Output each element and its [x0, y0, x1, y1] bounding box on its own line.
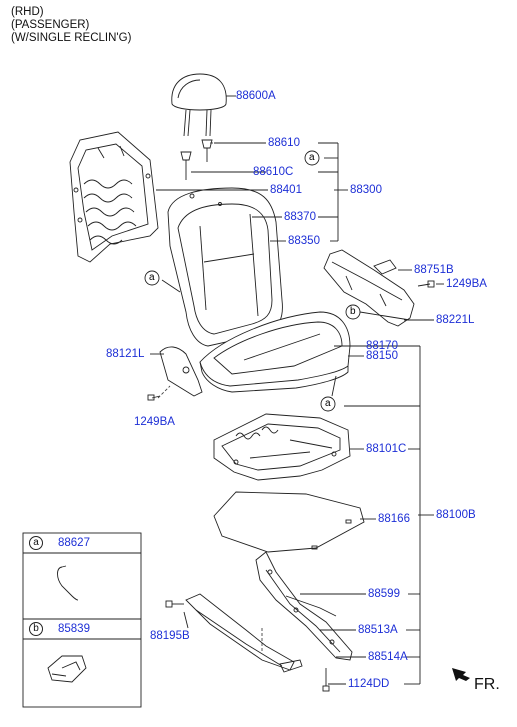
balloon-a-top — [304, 150, 320, 166]
seat-track-drawing — [165, 551, 353, 692]
part-88101C[interactable]: 88101C — [366, 443, 407, 455]
header-passenger: (PASSENGER) — [11, 19, 90, 31]
balloon-a-left — [144, 270, 160, 286]
headrest-guide-drawing — [180, 139, 213, 180]
legend-b-part[interactable]: 85839 — [58, 623, 90, 635]
part-88170[interactable]: 88170 — [366, 340, 398, 352]
cushion-frame-drawing — [213, 413, 351, 481]
back-frame-drawing — [69, 131, 159, 263]
part-1124DD[interactable]: 1124DD — [348, 678, 390, 690]
part-88150[interactable]: 88150 — [366, 350, 398, 362]
part-88599[interactable]: 88599 — [368, 588, 400, 600]
part-88610C[interactable]: 88610C — [253, 166, 294, 178]
part-88100B[interactable]: 88100B — [436, 509, 476, 521]
legend-table-drawing — [22, 532, 142, 708]
part-88121L[interactable]: 88121L — [106, 348, 145, 360]
balloon-a-bottom — [320, 396, 336, 412]
balloon-b — [345, 304, 361, 320]
part-88350[interactable]: 88350 — [288, 235, 320, 247]
seat-pad-drawing — [213, 491, 365, 553]
balloon-a-top-label: a — [309, 152, 315, 163]
part-1249BA-right[interactable]: 1249BA — [446, 278, 487, 290]
legend-a-part[interactable]: 88627 — [58, 537, 90, 549]
headrest-drawing — [171, 73, 227, 137]
balloon-a-left-label: a — [149, 272, 155, 283]
part-88370[interactable]: 88370 — [284, 211, 316, 223]
recliner-cover-drawing — [147, 346, 203, 401]
front-direction-label: FR. — [474, 676, 500, 693]
side-shield-drawing — [323, 249, 435, 327]
header-rhd: (RHD) — [11, 6, 44, 18]
part-88221L[interactable]: 88221L — [436, 314, 475, 326]
balloon-a-bottom-label: a — [325, 398, 331, 409]
seat-back-drawing — [167, 187, 283, 347]
part-88513A[interactable]: 88513A — [358, 624, 398, 636]
legend-b-letter: b — [29, 622, 43, 636]
part-88300[interactable]: 88300 — [350, 184, 382, 196]
part-88195B[interactable]: 88195B — [150, 630, 190, 642]
seat-cushion-drawing — [199, 311, 351, 393]
balloon-b-label: b — [350, 306, 356, 317]
part-88751B[interactable]: 88751B — [414, 264, 454, 276]
part-88610[interactable]: 88610 — [268, 137, 300, 149]
header-reclining: (W/SINGLE RECLIN'G) — [11, 32, 132, 44]
part-88600A[interactable]: 88600A — [236, 90, 276, 102]
leader-lines — [150, 95, 444, 685]
front-direction-arrow-icon — [452, 668, 470, 681]
part-88401[interactable]: 88401 — [270, 184, 302, 196]
part-88514A[interactable]: 88514A — [368, 651, 408, 663]
legend-a-letter: a — [29, 536, 43, 550]
part-1249BA-left[interactable]: 1249BA — [134, 416, 175, 428]
part-88166[interactable]: 88166 — [378, 513, 410, 525]
